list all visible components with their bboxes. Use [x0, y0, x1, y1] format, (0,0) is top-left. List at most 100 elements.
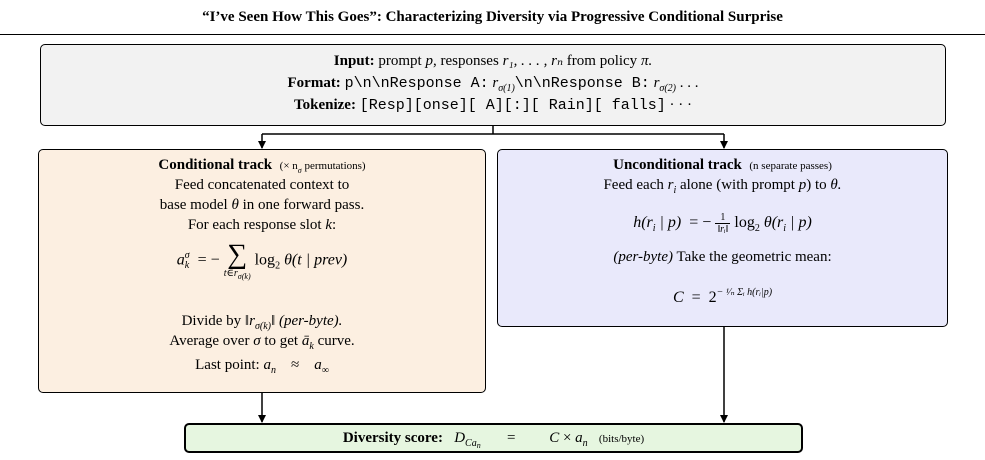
score-unit: (bits/byte) [598, 433, 645, 445]
cond-last-an-sub: n [270, 365, 276, 376]
uncond-title: Unconditional track [613, 157, 742, 173]
uncond-eq-log: log [734, 214, 755, 231]
format-sub-1: σ(1) [498, 83, 515, 94]
tokenize-label: Tokenize: [293, 97, 356, 113]
cond-eq-log-sub: 2 [275, 260, 281, 272]
input-label: Input: [333, 53, 375, 69]
uncond-line-1: Feed each ri alone (with prompt p) to θ. [498, 175, 947, 196]
format-var-1: r [492, 75, 499, 91]
uncond-eq-log-sub: 2 [754, 223, 760, 234]
cond-note-a: (× n [279, 160, 298, 172]
cond-eq-log: log [254, 251, 276, 269]
cond-avg-abar: ā [301, 333, 310, 349]
uncond-eq-lhs: h(r [633, 214, 653, 231]
score-d-sub-a: Ca [465, 438, 477, 449]
cond-divide-a: Divide by [181, 313, 242, 329]
score-a: a [575, 430, 583, 446]
cond-last-ainf-sub: ∞ [321, 365, 329, 376]
cond-line-2: base model θ in one forward pass. [39, 195, 485, 215]
input-text-2: , responses [432, 53, 499, 69]
format-var-2: r [653, 75, 660, 91]
score-d-sub-sub: n [476, 441, 481, 450]
uncond-theta: θ. [830, 177, 842, 193]
uncond-frac-den: ‖rᵢ‖ [717, 223, 729, 235]
cond-last-ainf: a [314, 357, 322, 373]
format-code-2: \n\nResponse B: [514, 75, 650, 92]
format-dots: . . . [676, 75, 699, 91]
cond-last-line: Last point: an ≈ a∞ [39, 354, 485, 376]
cond-divide-line: Divide by ‖rσ(k)‖ (per-byte). [39, 311, 485, 332]
cond-sum-lim-sub: σ(k) [237, 272, 251, 281]
cond-eq-sup: σ [184, 250, 190, 261]
cond-sum-lim-a: t∈r [223, 268, 238, 279]
uncond-frac-num: 1 [715, 212, 731, 224]
cond-note-sub: σ [297, 166, 302, 175]
unconditional-track-box: Unconditional track (n separate passes) … [497, 149, 948, 327]
input-line: Input: prompt p, responses r₁, . . . , r… [41, 50, 945, 72]
tokenize-line: Tokenize: [Resp][onse][ A][:][ Rain][ fa… [41, 94, 945, 116]
cond-divide-b: (per-byte). [278, 313, 343, 329]
uncond-line1-b: alone (with prompt [679, 177, 795, 193]
cond-divide-norm: ‖r [244, 313, 255, 329]
uncond-eq-tail-end: | p) [786, 214, 812, 231]
format-sub-2: σ(2) [659, 83, 676, 94]
input-text-3: from policy [566, 53, 638, 69]
uncond-title-line: Unconditional track (n separate passes) [498, 155, 947, 175]
cond-line3-a: For each response slot [187, 217, 322, 233]
diversity-score-box: Diversity score: DCan = C × a n (bits/byt… [184, 423, 803, 453]
split-arrow-connector [262, 126, 724, 135]
uncond-eq-frac: 1‖rᵢ‖ [715, 212, 731, 235]
cond-line3-b: : [331, 217, 337, 233]
uncond-c-equation: C = 2− ¹⁄ₙ Σᵢ h(rᵢ|p) [498, 281, 947, 306]
cond-eq-sub: k [184, 260, 190, 271]
cond-theta: θ [231, 197, 239, 213]
cond-eq-eq: = − [197, 251, 220, 269]
score-d-sub: Can [465, 438, 481, 450]
cond-avg-b: to get [264, 333, 299, 349]
uncond-p: p [798, 177, 807, 193]
uncond-entropy-equation: h(ri | p) = − 1‖rᵢ‖ log2 θ(ri | p) [498, 207, 947, 239]
score-times: × [562, 430, 572, 446]
score-d: D [454, 430, 466, 446]
uncond-note: (n separate passes) [749, 160, 832, 172]
uncond-c-exp: − ¹⁄ₙ Σᵢ h(rᵢ|p) [716, 287, 773, 298]
input-seq: r₁, . . . , rₙ [502, 53, 564, 69]
uncond-geo-b: Take the geometric mean: [676, 249, 832, 265]
tokenize-tokens: [Resp][onse][ A][:][ Rain][ falls] [359, 97, 666, 114]
score-eq: = [506, 430, 516, 446]
cond-line2-b: in one forward pass. [242, 197, 365, 213]
input-var-pi: π. [640, 53, 653, 69]
uncond-eq-tail: θ(r [759, 214, 784, 231]
uncond-geo-line: (per-byte) Take the geometric mean: [498, 247, 947, 267]
cond-eq-lhs: a [176, 251, 185, 269]
cond-note-b: permutations) [301, 160, 366, 172]
cond-sum-lim: t∈rσ(k) [224, 269, 251, 281]
sum-sigma-icon: ∑ [227, 239, 248, 270]
cond-avg-sigma: σ [253, 333, 261, 349]
conditional-track-box: Conditional track (× nσ permutations) Fe… [38, 149, 486, 393]
figure-title: “I’ve Seen How This Goes”: Characterizin… [202, 9, 783, 25]
format-label: Format: [287, 75, 341, 91]
cond-average-line: Average over σ to get āk curve. [39, 331, 485, 352]
score-c: C [549, 430, 560, 446]
cond-line-3: For each response slot k: [39, 215, 485, 235]
tokenize-dots: · · · [669, 97, 693, 113]
cond-last-a: Last point: [195, 357, 260, 373]
cond-line2-a: base model [159, 197, 228, 213]
cond-line-1: Feed concatenated context to [174, 177, 350, 193]
title-rule [0, 34, 985, 35]
cond-avg-abar-sub: k [309, 341, 314, 352]
score-label: Diversity score: [342, 430, 443, 446]
cond-avg-c: curve. [317, 333, 355, 349]
cond-k: k [325, 217, 332, 233]
uncond-geo-a: (per-byte) [613, 249, 674, 265]
uncond-c-eq: = [691, 289, 701, 306]
cond-divide-norm-sub: σ(k) [254, 321, 272, 332]
cond-eq-tail: θ(t | prev) [280, 251, 348, 269]
cond-title-line: Conditional track (× nσ permutations) [39, 155, 485, 175]
cond-sum: ∑ t∈rσ(k) [224, 241, 251, 281]
input-box: Input: prompt p, responses r₁, . . . , r… [40, 44, 946, 126]
uncond-ri: r [667, 177, 674, 193]
